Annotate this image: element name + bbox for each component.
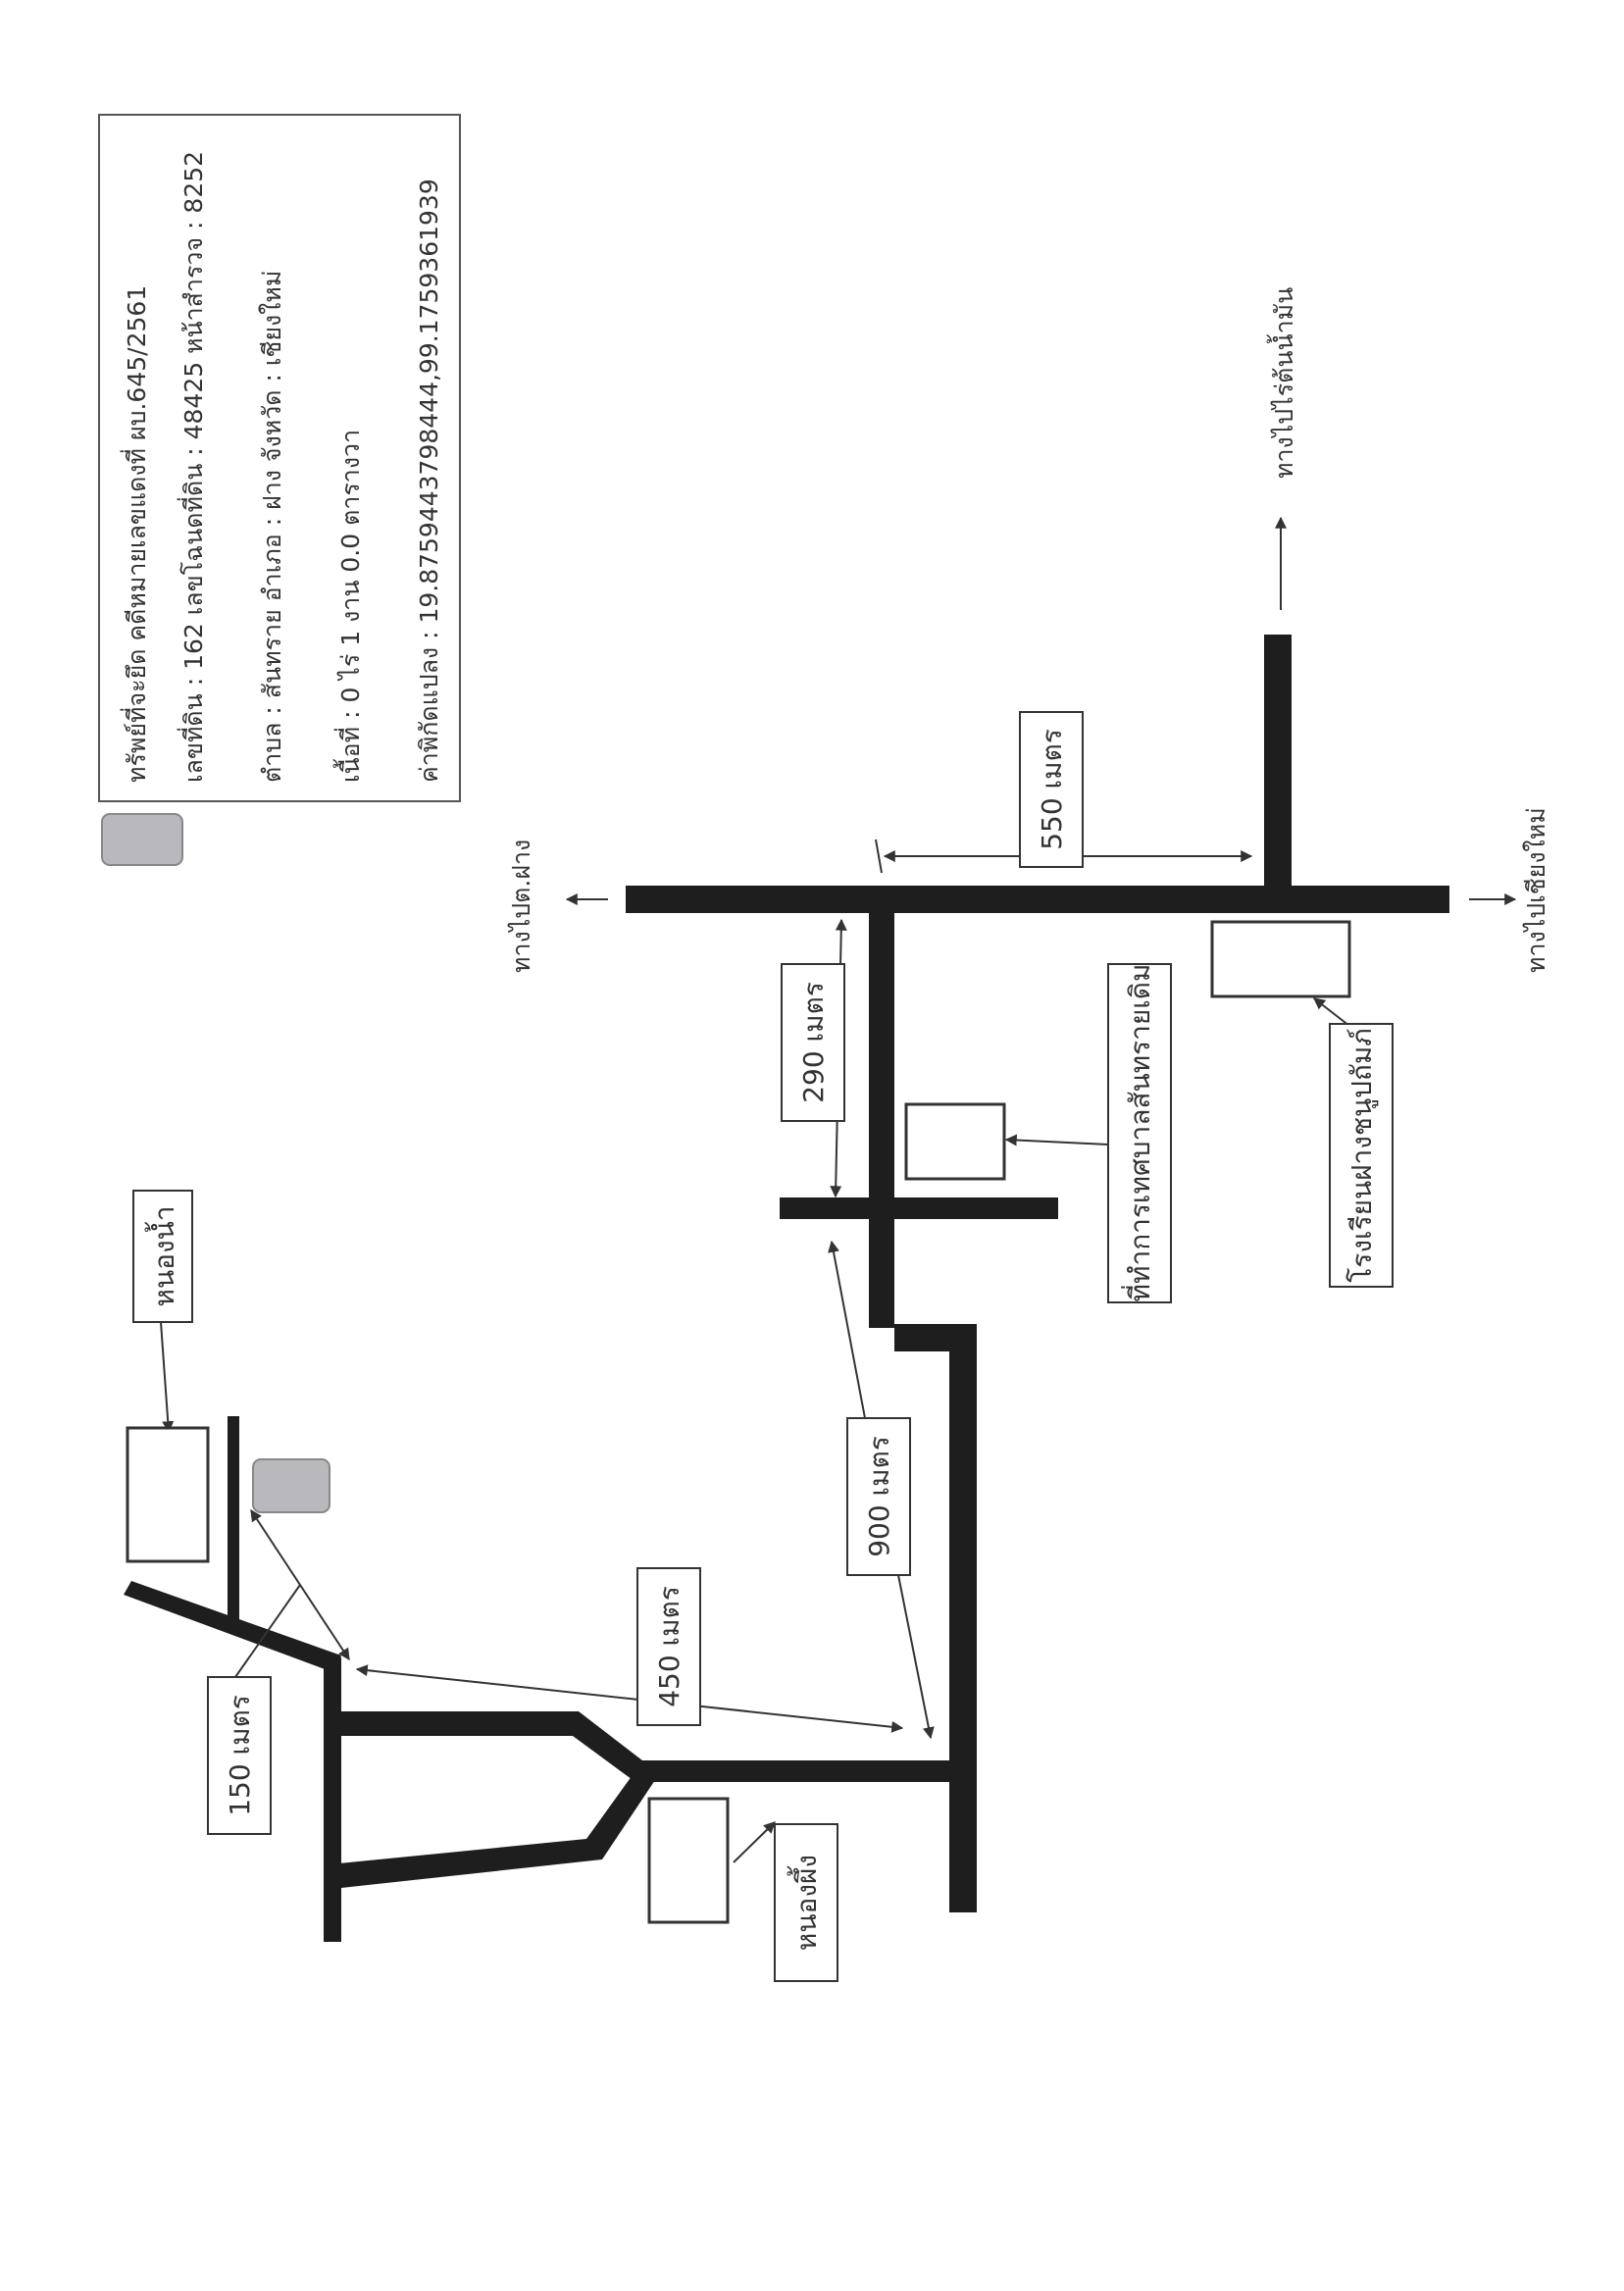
- arrow-900-b: [897, 1574, 935, 1740]
- pond-nam: [126, 1426, 210, 1563]
- dist-550-box: [1019, 711, 1084, 868]
- info-line-1: ทรัพย์ที่จะยึด คดีหมายเลขแดงที่ ผบ.645/2…: [120, 285, 151, 783]
- info-line-4: เนื้อที่ : 0 ไร่ 1 งาน 0.0 ตารางวา: [332, 430, 365, 783]
- pond-phueng-pointer: [733, 1821, 776, 1863]
- pond-phueng-label: หนองผึ้ง: [787, 1855, 823, 1951]
- tick-550: [875, 839, 883, 874]
- info-panel: [98, 114, 461, 802]
- dist-150-leader: [234, 1584, 301, 1678]
- office-label-box: [1107, 963, 1172, 1303]
- info-line-2: เลขที่ดิน : 162 เลขโฉนดที่ดิน : 48425 หน…: [177, 151, 208, 783]
- road-south-2: [949, 1324, 977, 1912]
- info-line-3: ตำบล : สันทราย อำเภอ : ฝาง จังหวัด : เชี…: [258, 271, 286, 783]
- pond-phueng: [647, 1797, 730, 1924]
- office-pointer: [1004, 1134, 1109, 1146]
- info-line-5: ค่าพิกัดแปลง : 19.8759443798444,99.17593…: [415, 178, 443, 783]
- road-to-namman: [1264, 635, 1292, 887]
- road-fork-upper: [335, 1711, 655, 1785]
- arrow-450: [355, 1664, 904, 1733]
- dist-450-box: [636, 1567, 701, 1726]
- dest-fang: ทางไปต.ฝาง: [507, 840, 535, 973]
- dist-900: 900 เมตร: [863, 1436, 895, 1557]
- pond-nam-box: [132, 1190, 193, 1323]
- pond-nam-pointer: [160, 1321, 175, 1434]
- road-left-vertical: [324, 1657, 341, 1942]
- school-pointer: [1313, 997, 1350, 1027]
- dist-290: 290 เมตร: [797, 982, 830, 1103]
- office-label: ที่ทำการเทศบาลสันทรายเดิม: [1121, 964, 1156, 1302]
- road-fork-lower: [339, 1765, 655, 1888]
- school-label-box: [1329, 1023, 1394, 1288]
- subject-marker-legend: [101, 813, 183, 866]
- dist-450: 450 เมตร: [653, 1586, 685, 1707]
- dist-550: 550 เมตร: [1036, 729, 1068, 850]
- office-building: [904, 1102, 1006, 1181]
- road-south-1: [869, 908, 894, 1328]
- school-building: [1210, 920, 1351, 998]
- pond-nam-label: หนองน้ำ: [144, 1206, 180, 1307]
- cross-road: [780, 1197, 1058, 1219]
- pond-phueng-box: [774, 1823, 838, 1982]
- dest-chiangmai: ทางไปเชียงใหม่: [1522, 807, 1550, 973]
- road-jog: [869, 1324, 975, 1351]
- main-highway: [626, 886, 1449, 913]
- road-to-pond: [228, 1416, 239, 1630]
- arrow-900-a: [828, 1240, 866, 1419]
- school-label: โรงเรียนฝางชนูปถัมภ์: [1345, 1028, 1379, 1283]
- dist-150-box: [207, 1676, 272, 1835]
- subject-property-marker: [252, 1458, 330, 1513]
- dist-290-box: [781, 963, 845, 1122]
- dist-900-box: [846, 1417, 911, 1576]
- road-west: [641, 1760, 965, 1782]
- dest-namman: ทางไปไร่ต้นน้ำมัน: [1266, 287, 1298, 479]
- dist-150: 150 เมตร: [224, 1695, 256, 1816]
